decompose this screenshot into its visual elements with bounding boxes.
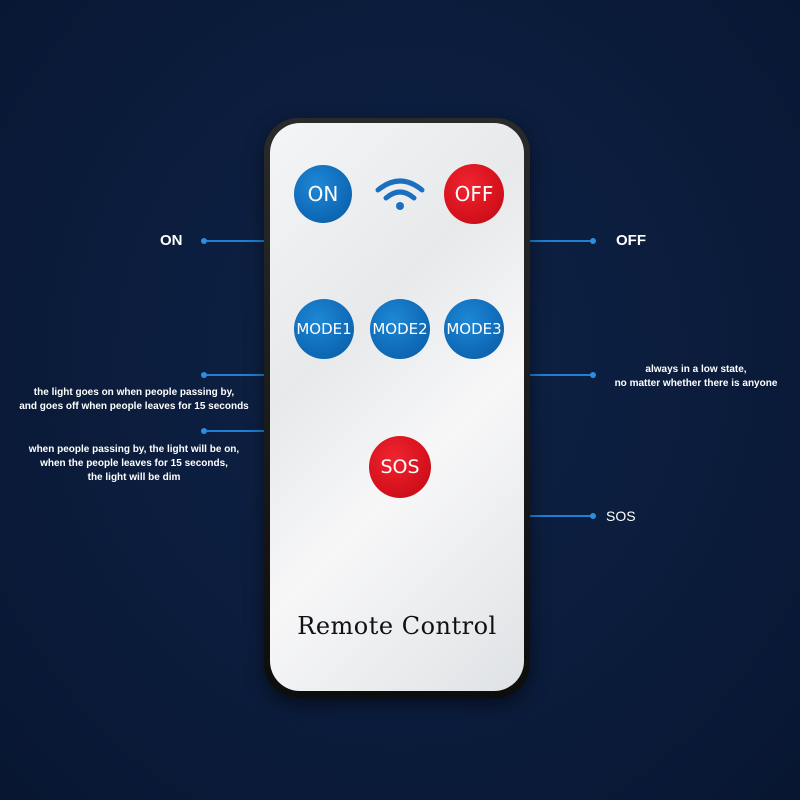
mode1-annotation-line: and goes off when people leaves for 15 s… (19, 401, 249, 412)
mode2-annotation-line: when people passing by, the light will b… (28, 444, 240, 455)
on-button[interactable]: ON (294, 165, 352, 223)
mode1-leader-dot (201, 372, 207, 378)
on-annotation: ON (160, 232, 183, 249)
wifi-icon (372, 176, 428, 214)
mode2-button[interactable]: MODE2 (370, 299, 430, 359)
off-annotation: OFF (616, 232, 646, 249)
mode2-button-label: MODE2 (372, 320, 428, 338)
mode2-annotation-line: the light will be dim (87, 472, 181, 483)
off-button-label: OFF (454, 182, 494, 206)
remote-brand-label: Remote Control (297, 612, 497, 640)
on-leader-dot (201, 238, 207, 244)
mode1-annotation: the light goes on when people passing by… (6, 386, 262, 414)
mode3-annotation: always in a low state, no matter whether… (596, 363, 796, 391)
sos-leader-dot (590, 513, 596, 519)
mode2-leader-dot (201, 428, 207, 434)
sos-annotation: SOS (606, 508, 636, 524)
sos-button-label: SOS (380, 456, 420, 478)
sos-button[interactable]: SOS (369, 436, 431, 498)
mode1-button[interactable]: MODE1 (294, 299, 354, 359)
mode2-annotation-line: when the people leaves for 15 seconds, (40, 458, 228, 469)
mode3-button[interactable]: MODE3 (444, 299, 504, 359)
mode3-annotation-line: always in a low state, (645, 364, 747, 375)
mode3-annotation-line: no matter whether there is anyone (614, 378, 778, 389)
mode2-annotation: when people passing by, the light will b… (6, 443, 262, 485)
mode1-annotation-line: the light goes on when people passing by… (33, 387, 235, 398)
mode3-button-label: MODE3 (446, 320, 502, 338)
on-button-label: ON (307, 182, 339, 206)
off-leader-dot (590, 238, 596, 244)
off-button[interactable]: OFF (444, 164, 504, 224)
mode1-button-label: MODE1 (296, 320, 352, 338)
mode3-leader-dot (590, 372, 596, 378)
